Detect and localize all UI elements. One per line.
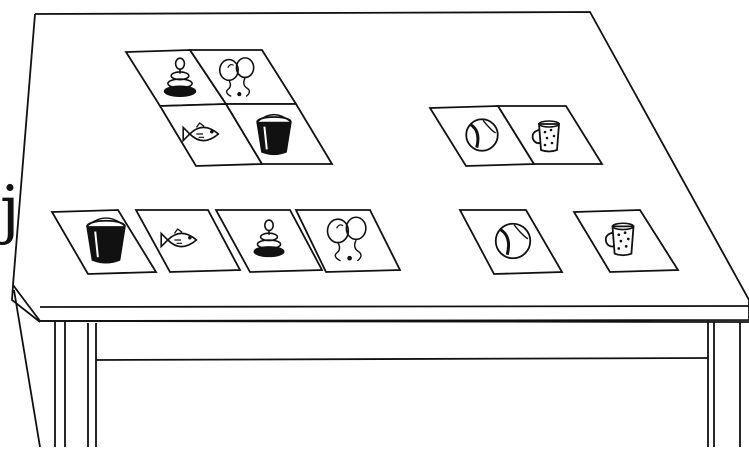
table-top (12, 12, 749, 322)
card-row (52, 210, 400, 274)
table-base (14, 290, 749, 447)
loose-card-cup (574, 210, 678, 272)
card-pair (430, 106, 602, 166)
loose-cards (460, 210, 678, 274)
loose-card-ball (460, 210, 562, 274)
edge-glyph: j (0, 178, 20, 242)
card-grid (126, 50, 332, 166)
